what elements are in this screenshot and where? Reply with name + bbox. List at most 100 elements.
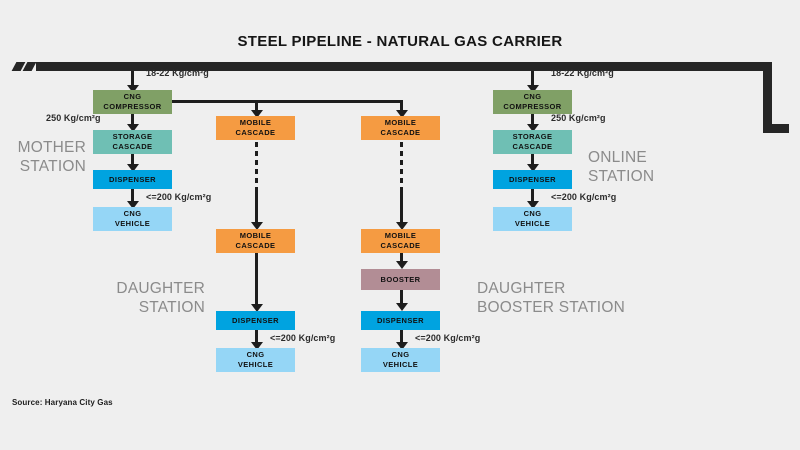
- node-label-line2: CASCADE: [112, 142, 153, 151]
- node-label-line1: DISPENSER: [509, 174, 556, 184]
- arrowhead-pipeline-to-compressor-left: [126, 85, 139, 93]
- connector-branch-to-mobile-cascade-daughter-booster: [400, 100, 403, 112]
- station-label-daughter-booster: DAUGHTER BOOSTER STATION: [477, 279, 625, 317]
- connector-mobile-cascade-to-booster: [400, 253, 403, 263]
- connector-compressor-to-storage-online: [531, 114, 534, 126]
- node-label-line1: STORAGE: [112, 132, 153, 141]
- node-dispenser-daughter: DISPENSER: [216, 311, 295, 330]
- connector-transport-dotted-daughter-booster: [400, 142, 403, 192]
- node-label-line2: VEHICLE: [237, 360, 274, 369]
- station-label-line1: ONLINE: [588, 149, 647, 166]
- arrowhead-mobile-cascade-to-booster: [395, 261, 408, 269]
- connector-transport-dotted-daughter: [255, 142, 258, 192]
- pressure-label-compressed-right: 250 Kg/cm²g: [551, 113, 606, 123]
- node-mobile-cascade-daughter-booster-bottom: MOBILE CASCADE: [361, 229, 440, 253]
- node-label-line1: STORAGE: [512, 132, 553, 141]
- arrowhead-mobile-cascade-to-dispenser-daughter: [250, 304, 263, 312]
- station-label-line2: STATION: [588, 168, 655, 185]
- node-cng-vehicle-daughter: CNG VEHICLE: [216, 348, 295, 372]
- node-mobile-cascade-daughter-booster-top: MOBILE CASCADE: [361, 116, 440, 140]
- pressure-label-dispense-online: <=200 Kg/cm²g: [551, 192, 617, 202]
- connector-transport-solid-daughter-booster: [400, 192, 403, 224]
- station-label-line1: DAUGHTER: [116, 280, 205, 297]
- arrowhead-dispenser-to-vehicle-online: [526, 201, 539, 209]
- page-title: STEEL PIPELINE - NATURAL GAS CARRIER: [237, 33, 563, 50]
- pressure-label-dispense-daughter: <=200 Kg/cm²g: [270, 333, 336, 343]
- station-label-line1: MOTHER: [17, 139, 86, 156]
- node-label-line2: COMPRESSOR: [103, 102, 162, 111]
- node-label-line2: CASCADE: [512, 142, 553, 151]
- connector-pipeline-to-compressor-right: [531, 71, 534, 87]
- arrowhead-pipeline-to-compressor-right: [526, 85, 539, 93]
- node-storage-cascade-mother: STORAGE CASCADE: [93, 130, 172, 154]
- arrowhead-transport-daughter-booster: [395, 222, 408, 230]
- arrowhead-dispenser-to-vehicle-daughter: [250, 342, 263, 350]
- connector-compressor-branch-horizontal: [172, 100, 403, 103]
- node-label-line1: CNG: [523, 209, 542, 218]
- arrowhead-compressor-to-storage-online: [526, 124, 539, 132]
- node-label-line1: CNG: [246, 350, 265, 359]
- node-label-line2: VEHICLE: [514, 219, 551, 228]
- pressure-label-dispense-mother: <=200 Kg/cm²g: [146, 192, 212, 202]
- node-cng-compressor-mother: CNG COMPRESSOR: [93, 90, 172, 114]
- station-label-online: ONLINE STATION: [588, 148, 654, 186]
- arrowhead-dispenser-to-vehicle-mother: [126, 201, 139, 209]
- node-label-line2: CASCADE: [380, 128, 421, 137]
- connector-branch-to-mobile-cascade-daughter: [255, 100, 258, 112]
- node-booster: BOOSTER: [361, 269, 440, 290]
- node-label-line1: BOOSTER: [380, 274, 421, 284]
- arrowhead-storage-to-dispenser-online: [526, 164, 539, 172]
- node-label-line1: DISPENSER: [232, 315, 279, 325]
- station-label-line2: STATION: [138, 299, 205, 316]
- node-label-line1: DISPENSER: [109, 174, 156, 184]
- arrowhead-branch-to-mobile-cascade-daughter-booster: [395, 110, 408, 118]
- node-cng-vehicle-mother: CNG VEHICLE: [93, 207, 172, 231]
- connector-dispenser-to-vehicle-mother: [131, 189, 134, 203]
- station-label-line1: DAUGHTER: [477, 280, 566, 297]
- node-cng-compressor-online: CNG COMPRESSOR: [493, 90, 572, 114]
- pressure-label-compressed-left: 250 Kg/cm²g: [46, 113, 101, 123]
- arrowhead-compressor-to-storage-mother: [126, 124, 139, 132]
- node-label-line1: CNG: [523, 92, 542, 101]
- pressure-label-inlet-right: 18-22 Kg/cm²g: [551, 68, 614, 78]
- connector-pipeline-to-compressor-left: [131, 71, 134, 87]
- connector-storage-to-dispenser-online: [531, 154, 534, 166]
- source-attribution: Source: Haryana City Gas: [12, 398, 113, 407]
- station-label-mother: MOTHER STATION: [0, 138, 86, 176]
- connector-booster-to-dispenser: [400, 290, 403, 304]
- node-label-line2: CASCADE: [235, 241, 276, 250]
- station-label-daughter: DAUGHTER STATION: [30, 279, 205, 317]
- node-mobile-cascade-daughter-bottom: MOBILE CASCADE: [216, 229, 295, 253]
- node-label-line2: COMPRESSOR: [503, 102, 562, 111]
- node-cng-vehicle-online: CNG VEHICLE: [493, 207, 572, 231]
- node-label-line1: MOBILE: [384, 118, 417, 127]
- arrowhead-storage-to-dispenser-mother: [126, 164, 139, 172]
- connector-dispenser-to-vehicle-daughter-booster: [400, 330, 403, 344]
- connector-dispenser-to-vehicle-online: [531, 189, 534, 203]
- node-label-line1: CNG: [123, 209, 142, 218]
- steel-pipeline-horizontal: [36, 62, 772, 71]
- connector-dispenser-to-vehicle-daughter: [255, 330, 258, 344]
- connector-mobile-cascade-to-dispenser-daughter: [255, 253, 258, 307]
- arrowhead-branch-to-mobile-cascade-daughter: [250, 110, 263, 118]
- node-cng-vehicle-daughter-booster: CNG VEHICLE: [361, 348, 440, 372]
- steel-pipeline-end-stub: [763, 124, 789, 133]
- node-label-line2: CASCADE: [380, 241, 421, 250]
- node-label-line1: MOBILE: [239, 118, 272, 127]
- node-label-line1: CNG: [123, 92, 142, 101]
- arrowhead-transport-daughter: [250, 222, 263, 230]
- arrowhead-dispenser-to-vehicle-daughter-booster: [395, 342, 408, 350]
- node-label-line1: MOBILE: [384, 231, 417, 240]
- connector-compressor-to-storage-mother: [131, 114, 134, 126]
- node-label-line2: VEHICLE: [382, 360, 419, 369]
- node-dispenser-mother: DISPENSER: [93, 170, 172, 189]
- station-label-line2: STATION: [19, 158, 86, 175]
- node-storage-cascade-online: STORAGE CASCADE: [493, 130, 572, 154]
- station-label-line2: BOOSTER STATION: [477, 299, 625, 316]
- node-label-line2: CASCADE: [235, 128, 276, 137]
- node-dispenser-daughter-booster: DISPENSER: [361, 311, 440, 330]
- node-label-line1: MOBILE: [239, 231, 272, 240]
- arrowhead-booster-to-dispenser: [395, 303, 408, 311]
- node-mobile-cascade-daughter-top: MOBILE CASCADE: [216, 116, 295, 140]
